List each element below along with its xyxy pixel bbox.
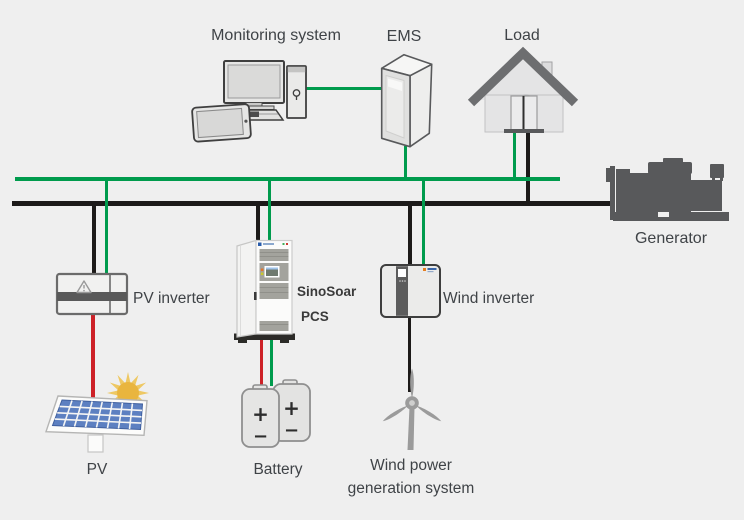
wire-pcs-comm: [268, 179, 271, 245]
pcs-cabinet-icon: [234, 239, 295, 343]
warning-icon: [76, 280, 92, 294]
wire-load-ac: [526, 131, 530, 205]
solar-panel-icon: [45, 372, 149, 453]
ac-bus-line: [12, 201, 610, 206]
house-icon: [467, 46, 579, 133]
wind-power-label: Wind power generation system: [348, 454, 475, 500]
wire-battery-green: [270, 340, 273, 386]
generator-icon: [606, 158, 729, 221]
wind-inverter-icon: [380, 264, 441, 318]
wind-inverter-label: Wind inverter: [443, 290, 535, 307]
ems-label: EMS: [386, 28, 422, 45]
monitoring-system-label: Monitoring system: [211, 27, 341, 44]
generator-label: Generator: [634, 230, 708, 247]
wire-turbine: [408, 316, 411, 392]
monitoring-system-icon: [191, 60, 307, 143]
pv-label: PV: [86, 461, 108, 478]
tablet-icon: [191, 103, 252, 143]
battery-plus-symbol: +: [283, 396, 300, 420]
wire-load-comm: [513, 131, 516, 179]
wind-power-label-line1: Wind power: [370, 457, 452, 474]
battery-minus-symbol: −: [253, 426, 268, 447]
wind-power-label-line2: generation system: [347, 480, 475, 497]
pc-tower-icon: [286, 65, 307, 119]
pv-inverter-icon: [55, 272, 129, 316]
wire-battery-red: [260, 340, 263, 390]
battery-plus-symbol: +: [252, 402, 269, 426]
battery-minus-symbol: −: [284, 420, 299, 441]
wire-pv-inverter-comm: [105, 179, 108, 275]
wire-pv-inverter-ac: [92, 203, 96, 275]
roof: [467, 46, 579, 107]
pcs-logo: [258, 242, 262, 246]
sun-icon: [107, 372, 149, 414]
load-label: Load: [504, 27, 540, 44]
wind-turbine-icon: [381, 368, 443, 450]
pcs-brand-label: SinoSoar: [297, 284, 357, 299]
wire-wind-inverter-ac: [408, 203, 412, 267]
wire-pv-dc: [91, 312, 95, 398]
pcs-name-label: PCS: [301, 309, 329, 324]
comm-bus-line: [15, 177, 560, 181]
wire-pcs-ac: [256, 203, 260, 245]
wire-ems-comm: [404, 146, 407, 179]
link-monitoring-ems: [306, 87, 381, 90]
battery-label: Battery: [253, 461, 303, 478]
pv-inverter-label: PV inverter: [133, 290, 210, 307]
inverter-brand-logo: [423, 268, 437, 273]
battery-icon: + − + −: [241, 379, 311, 448]
ems-cabinet-icon: [380, 53, 433, 148]
wire-wind-inverter-comm: [422, 179, 425, 267]
